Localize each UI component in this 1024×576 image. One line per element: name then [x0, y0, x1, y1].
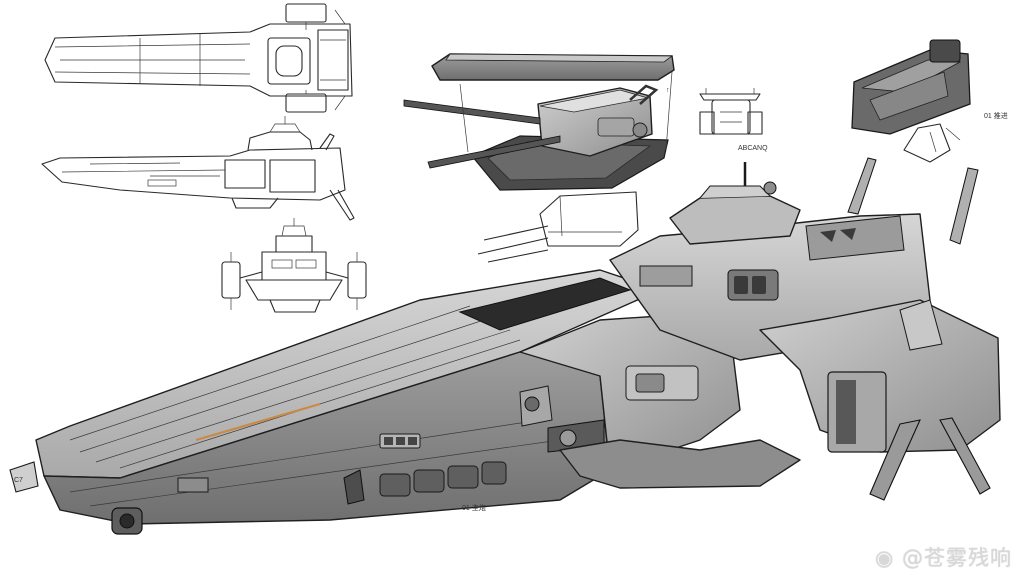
turret-front-sketch: ABCANQ — [699, 88, 768, 152]
turret-sketch: ↑ — [403, 53, 675, 191]
turret-note-arrow: ↑ — [666, 87, 670, 94]
hull-accent-stripe — [195, 402, 321, 442]
bow-sensor-pod — [111, 507, 143, 535]
hull-hatch-panel — [379, 433, 421, 449]
hull-vent-row — [379, 461, 507, 497]
bow-mark: C7 — [14, 477, 23, 484]
watermark-text: @苍雾残响 — [902, 546, 1012, 570]
front-view-sketch — [221, 218, 367, 313]
main-warship-render: C7 01 主 — [9, 157, 1001, 535]
turret-front-label: ABCANQ — [738, 145, 768, 152]
engine-module-sketch: 01 推进 — [851, 39, 1008, 163]
weibo-logo-icon: ◉ — [874, 546, 895, 570]
hull-callout: 01 主炮 — [462, 503, 486, 512]
engine-label: 01 推进 — [984, 111, 1008, 120]
weibo-watermark: ◉ @苍雾残响 — [875, 542, 1012, 572]
side-view-sketch — [41, 116, 355, 221]
top-view-sketch — [44, 3, 353, 113]
turret-line-sketch — [477, 191, 639, 263]
